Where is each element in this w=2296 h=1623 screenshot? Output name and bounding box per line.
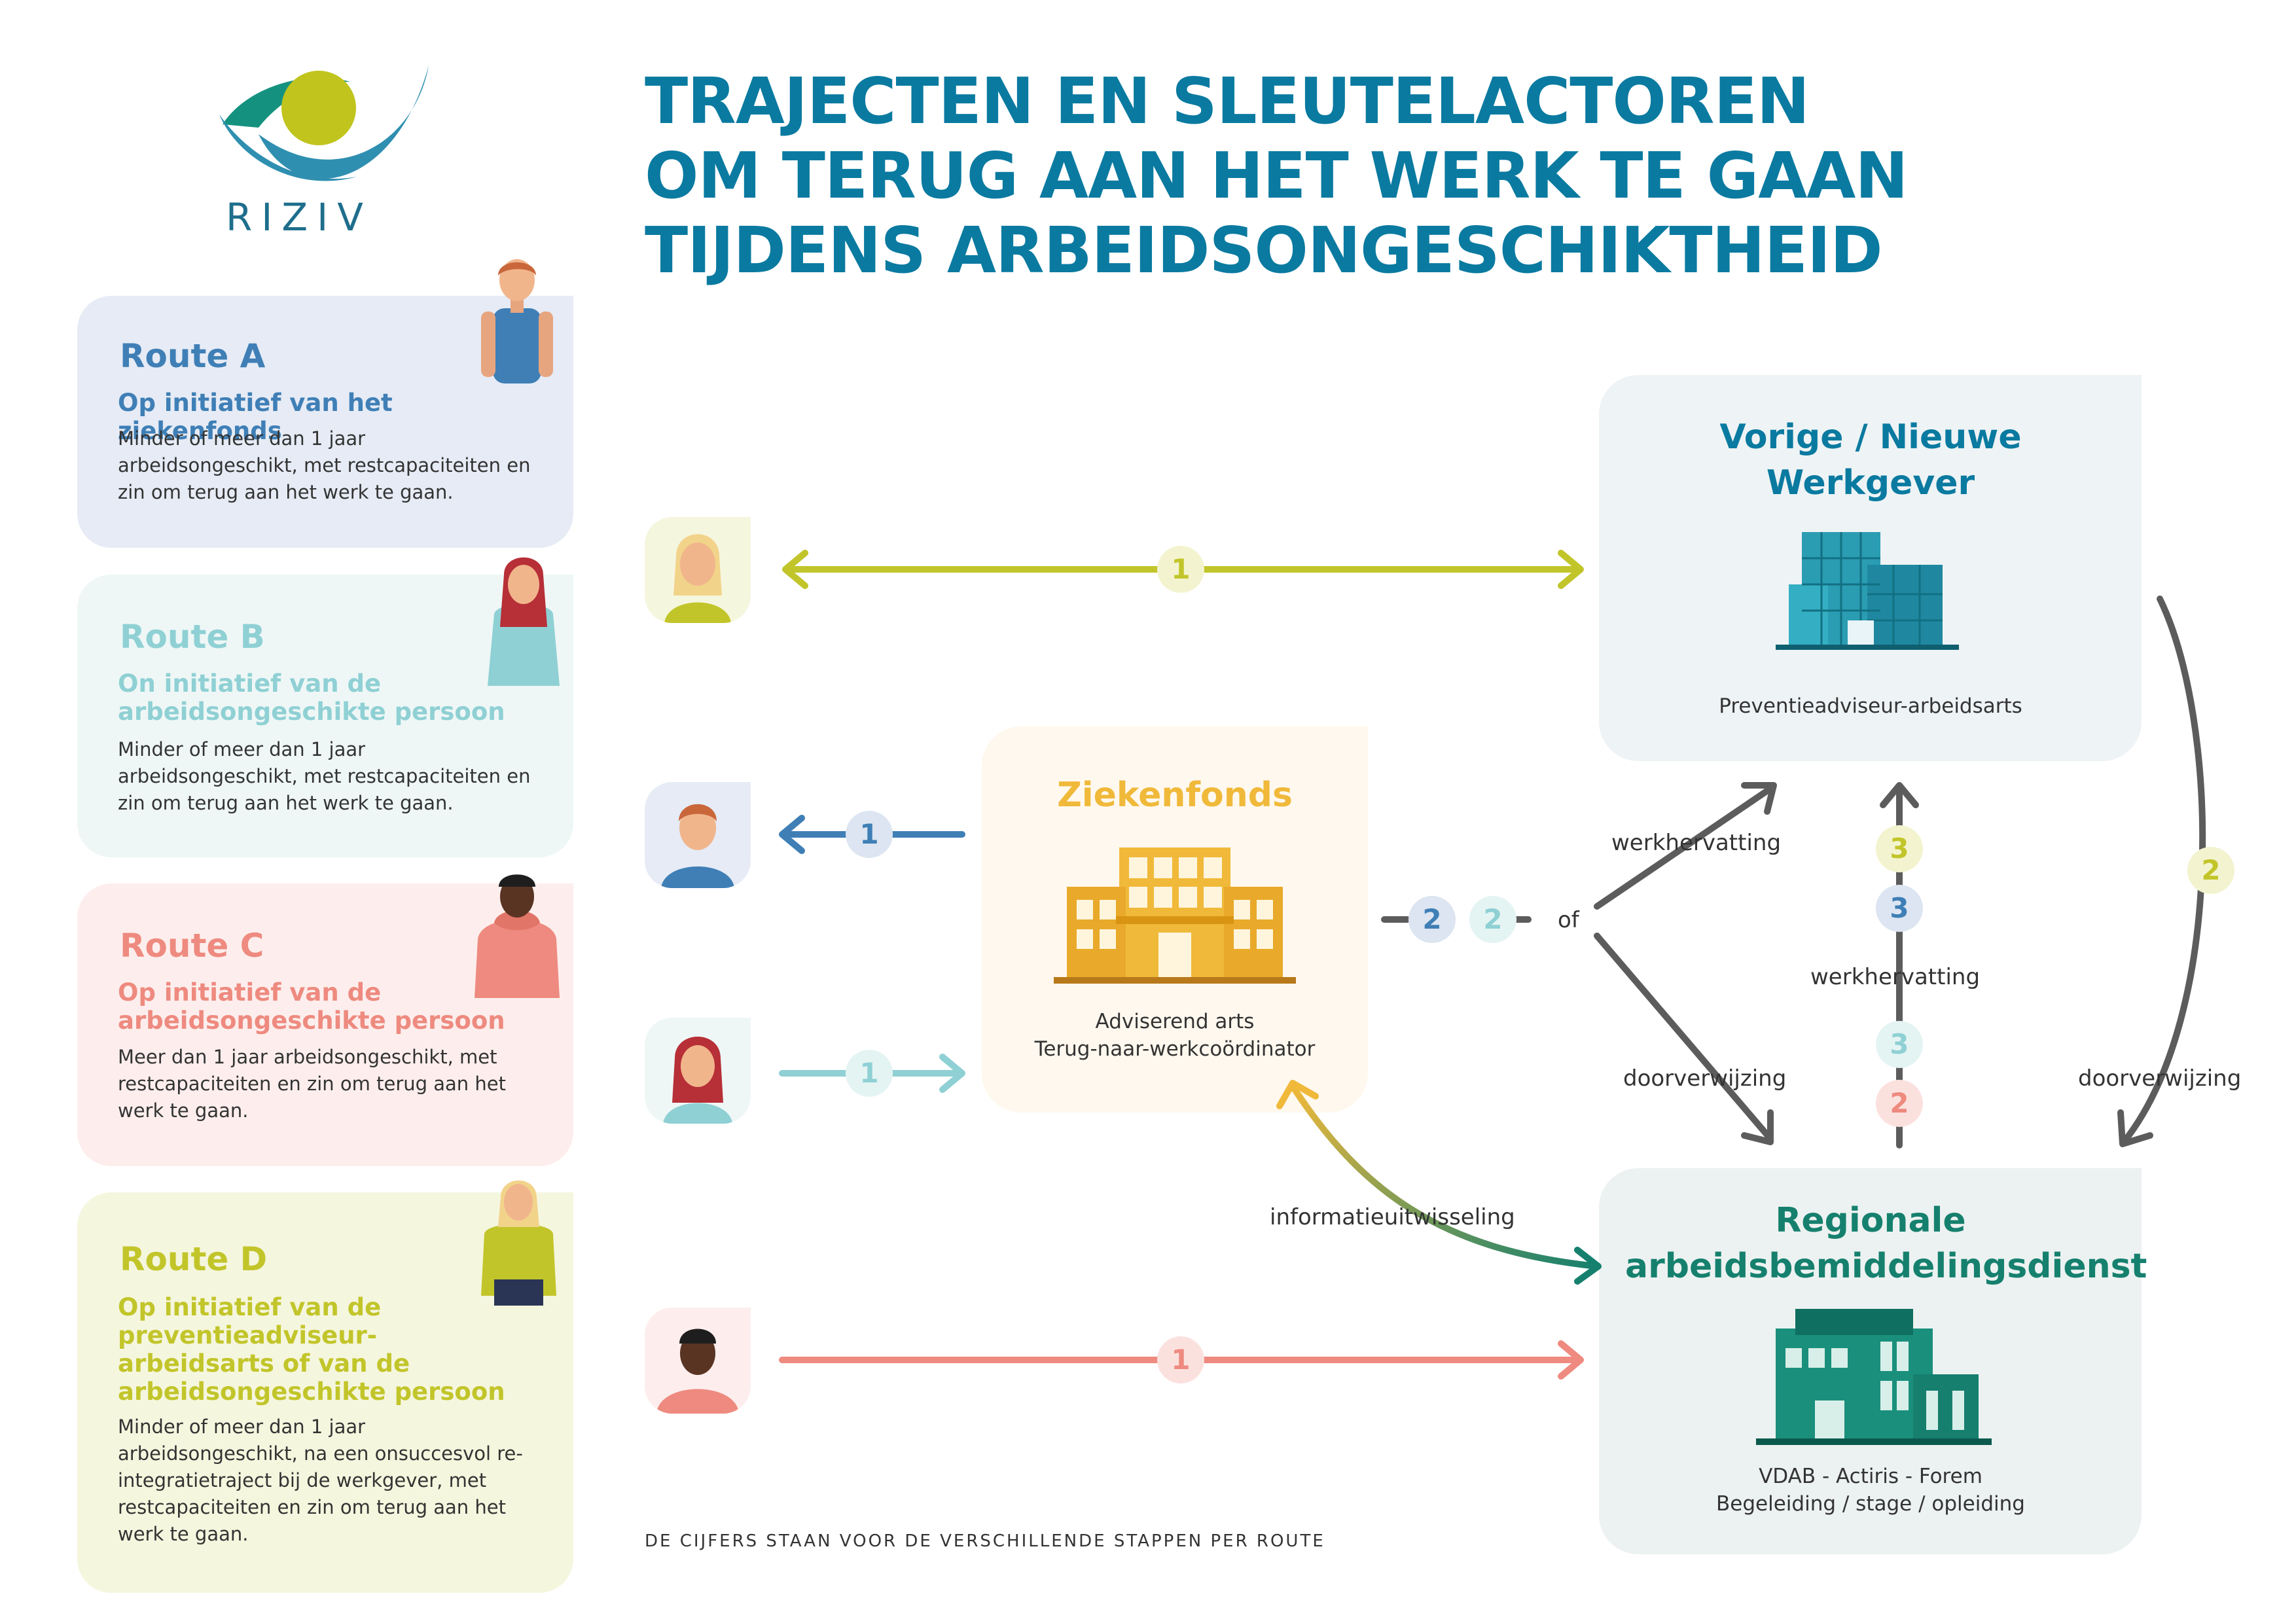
person-blonde-woman-icon bbox=[664, 534, 731, 623]
employer-title: Vorige / Nieuwe Werkgever bbox=[1719, 418, 2022, 503]
route-c-subtitle: Op initiatief van de arbeidsongeschikte … bbox=[118, 978, 505, 1035]
employment-service-title: Regionale arbeidsbemiddelingsdienst bbox=[1625, 1201, 2147, 1286]
route-a-title: Route A bbox=[120, 337, 266, 375]
employment-service-text: VDAB - Actiris - Forem Begeleiding / sta… bbox=[1716, 1465, 2025, 1516]
route-c-person-icon bbox=[475, 874, 560, 998]
avatar-route-c bbox=[645, 1308, 751, 1414]
route-a-subtitle: Op initiatief van het ziekenfonds bbox=[118, 389, 393, 445]
riziv-eye-icon bbox=[219, 65, 429, 181]
label-werkhervatting-upper: werkhervatting bbox=[1611, 830, 1782, 856]
step-badge-a3: 3 bbox=[1876, 885, 1923, 932]
label-werkhervatting-center: werkhervatting bbox=[1810, 964, 1981, 990]
route-c-title: Route C bbox=[120, 927, 264, 965]
step-badge-d3: 3 bbox=[1876, 825, 1923, 872]
step-badge-d1: 1 bbox=[1157, 546, 1204, 593]
route-d-title: Route D bbox=[120, 1240, 268, 1278]
step-badge-d2: 2 bbox=[2187, 847, 2234, 894]
route-c-card: Route C Op initiatief van de arbeidsonge… bbox=[77, 883, 573, 1166]
mutuality-out-connector bbox=[1381, 782, 1777, 1145]
mutuality-node: Ziekenfonds Adviserend arts Terug-naar-w… bbox=[982, 726, 1368, 1113]
mutuality-building-icon bbox=[1054, 847, 1296, 984]
information-arrow-head-bottom bbox=[1574, 1247, 1602, 1285]
avatar-route-d bbox=[645, 517, 751, 623]
employer-text: Preventieadviseur-arbeidsarts bbox=[1719, 694, 2022, 718]
mutuality-title: Ziekenfonds bbox=[1057, 776, 1293, 815]
route-d-description: Minder of meer dan 1 jaar arbeidsongesch… bbox=[118, 1416, 523, 1545]
avatar-route-b bbox=[645, 1018, 751, 1124]
employer-node: Vorige / Nieuwe Werkgever Preventieadvis… bbox=[1599, 375, 2142, 761]
mutuality-text: Adviserend arts Terug-naar-werkcoördinat… bbox=[1034, 1010, 1316, 1061]
avatar-route-a bbox=[645, 782, 751, 888]
route-a-description: Minder of meer dan 1 jaar arbeidsongesch… bbox=[118, 427, 531, 503]
route-b-card: Route B On initiatief van de arbeidsonge… bbox=[77, 575, 573, 857]
step-badge-a2: 2 bbox=[1408, 896, 1456, 943]
employment-office-building-icon bbox=[1756, 1309, 1992, 1445]
route-b-description: Minder of meer dan 1 jaar arbeidsongesch… bbox=[118, 738, 531, 814]
employment-service-node: Regionale arbeidsbemiddelingsdienst VDAB… bbox=[1599, 1168, 2147, 1554]
label-doorverwijzing-left: doorverwijzing bbox=[1623, 1065, 1787, 1092]
title-line-2: OM TERUG AAN HET WERK TE GAAN bbox=[645, 139, 1909, 213]
office-building-icon bbox=[1776, 532, 1959, 650]
route-b-person-icon bbox=[488, 557, 560, 686]
route-d-subtitle: Op initiatief van de preventieadviseur-a… bbox=[118, 1293, 505, 1406]
route-b-title: Route B bbox=[120, 618, 265, 656]
step-badge-a1: 1 bbox=[846, 811, 893, 858]
route-d-person-icon bbox=[481, 1180, 556, 1306]
step-badge-c1: 1 bbox=[1157, 1336, 1204, 1383]
person-red-hair-woman-icon bbox=[663, 1037, 732, 1124]
route-c-description: Meer dan 1 jaar arbeidsongeschikt, met r… bbox=[118, 1046, 506, 1122]
page-title: TRAJECTEN EN SLEUTELACTOREN OM TERUG AAN… bbox=[645, 64, 1986, 288]
route-b-subtitle: On initiatief van de arbeidsongeschikte … bbox=[118, 669, 505, 726]
footnote: DE CIJFERS STAAN VOOR DE VERSCHILLENDE S… bbox=[645, 1531, 1325, 1551]
label-of: of bbox=[1558, 907, 1579, 933]
title-line-1: TRAJECTEN EN SLEUTELACTOREN bbox=[645, 64, 1810, 138]
title-line-3: TIJDENS ARBEIDSONGESCHIKTHEID bbox=[645, 213, 1883, 287]
label-doorverwijzing-right: doorverwijzing bbox=[2078, 1065, 2242, 1092]
person-hoodie-man-icon bbox=[656, 1329, 739, 1414]
route-a-person-icon bbox=[481, 259, 553, 383]
person-man-icon bbox=[661, 804, 734, 888]
label-informatieuitwisseling: informatieuitwisseling bbox=[1270, 1204, 1515, 1230]
step-badge-b3: 3 bbox=[1876, 1021, 1923, 1068]
step-badge-b1: 1 bbox=[846, 1050, 893, 1097]
riziv-wordmark: RIZIV bbox=[226, 195, 372, 240]
information-arrow-head-top bbox=[1276, 1080, 1319, 1109]
step-badge-b2: 2 bbox=[1469, 896, 1516, 943]
information-exchange-arrow bbox=[1289, 1083, 1600, 1270]
step-badge-c2: 2 bbox=[1876, 1080, 1923, 1127]
